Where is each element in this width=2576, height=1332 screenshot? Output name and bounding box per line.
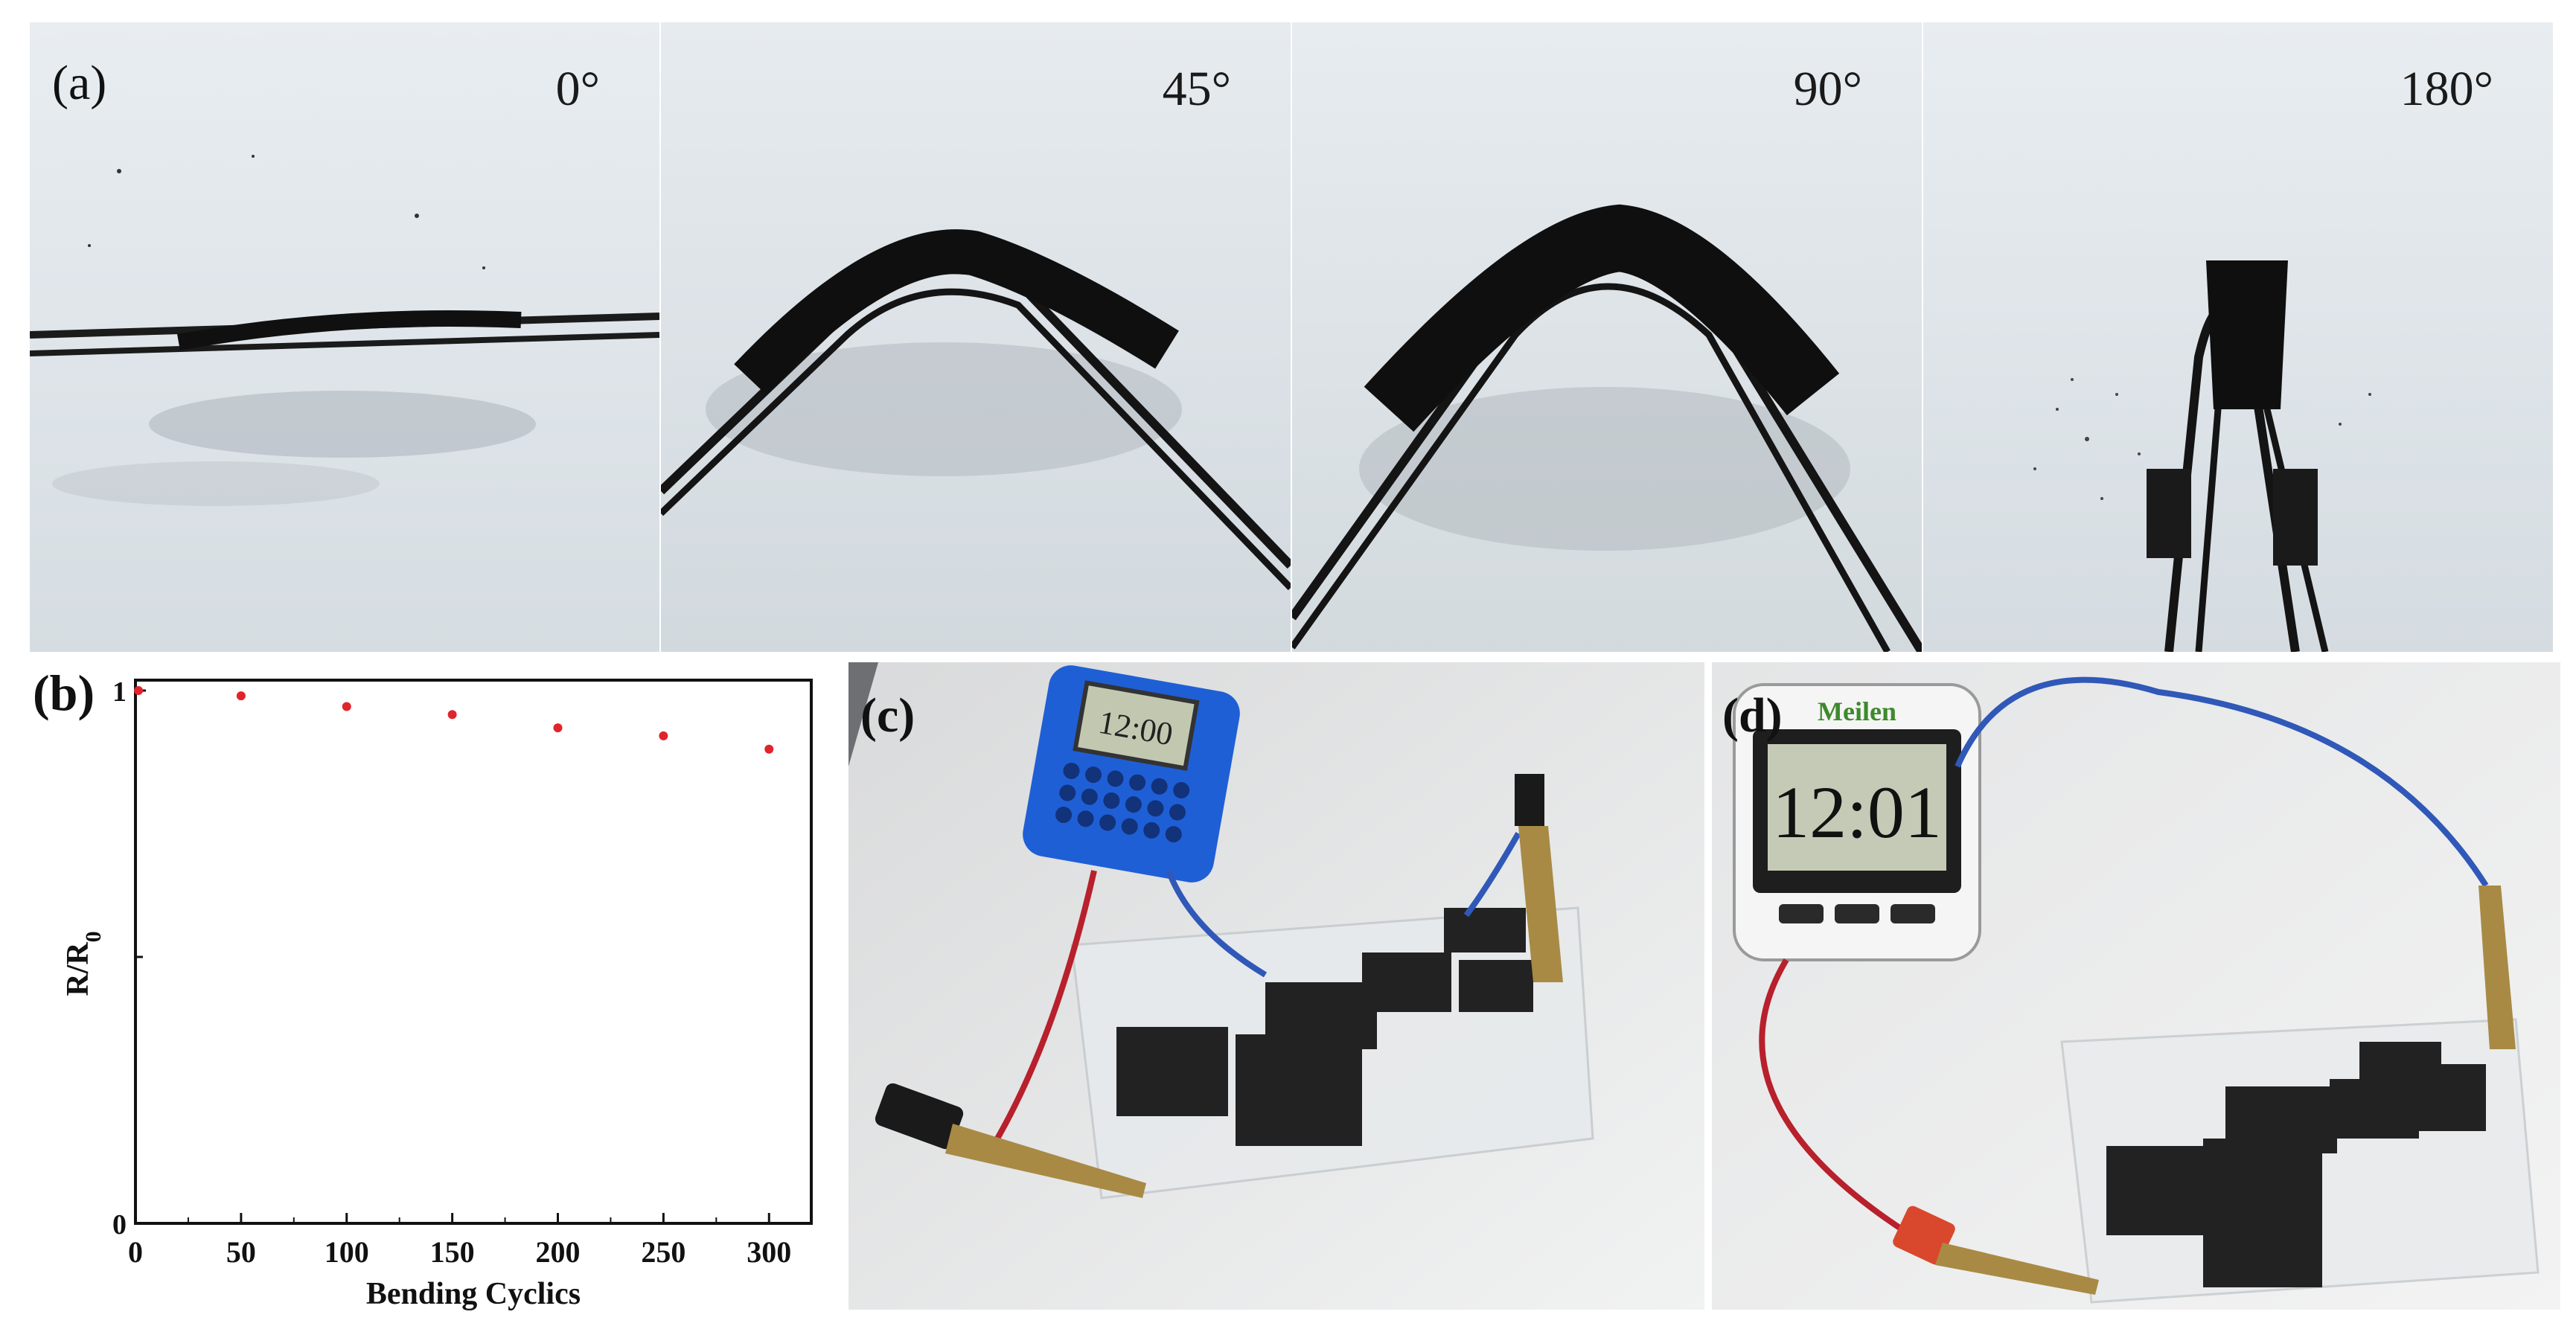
x-tick-label: 100 [325, 1235, 369, 1269]
pedometer-display: 12:01 [1772, 771, 1942, 854]
y-tick-label: 1 [112, 676, 127, 708]
resistance-ratio-chart: (b) 0 50 100 150 200 250 300 0 1 Bending Cyclic… [33, 665, 813, 1311]
angle-label-45: 45° [1162, 62, 1231, 116]
bent-fabric-photo-180deg [1923, 22, 2553, 652]
x-tick-label: 150 [430, 1235, 475, 1269]
panel-d-letter: (d) [1722, 688, 1783, 743]
panel-c-letter: (c) [860, 688, 915, 743]
bent-fabric-photo-90deg [1292, 22, 1922, 652]
data-point [764, 744, 774, 754]
panel-a-photo-180: 180° [1923, 22, 2553, 652]
panel-d-photo: 12:01 Meilen (d) [1712, 662, 2560, 1310]
x-tick-label: 300 [747, 1235, 791, 1269]
x-tick-label: 50 [226, 1235, 256, 1269]
panel-c-photo: 12:00 (c) [848, 662, 1704, 1310]
bent-fabric-photo-0deg [30, 22, 659, 652]
data-point [553, 723, 563, 733]
plot-frame [134, 679, 813, 1225]
bent-fabric-photo-45deg [661, 22, 1291, 652]
x-axis-label: Bending Cyclics [366, 1277, 581, 1311]
angle-label-0: 0° [555, 62, 600, 116]
calculator-watch-circuit-photo: 12:00 [848, 662, 1704, 1310]
data-point [236, 691, 246, 701]
data-point [134, 686, 143, 695]
panel-a-photo-45: 45° [661, 22, 1291, 652]
x-tick-label: 250 [641, 1235, 685, 1269]
panel-b-letter: (b) [33, 665, 95, 721]
pedometer-circuit-photo: 12:01 Meilen [1712, 662, 2560, 1310]
angle-label-90: 90° [1793, 62, 1862, 116]
y-axis-label: R/R0 [61, 931, 106, 996]
data-point [342, 702, 351, 711]
x-tick-label: 200 [536, 1235, 581, 1269]
angle-label-180: 180° [2400, 62, 2493, 116]
panel-a-photo-90: 90° [1292, 22, 1922, 652]
y-tick-label: 0 [112, 1209, 127, 1240]
pedometer-device: 12:01 Meilen [1733, 683, 1981, 961]
panel-a-letter: (a) [52, 56, 107, 110]
calculator-watch: 12:00 [1023, 665, 1240, 883]
data-point [659, 731, 668, 740]
x-tick-label: 0 [128, 1235, 143, 1269]
panel-b-chart: (b) 0 50 100 150 200 250 300 0 1 Bending Cyclic… [30, 662, 834, 1325]
data-point [447, 710, 457, 720]
pedometer-brand: Meilen [1818, 697, 1896, 726]
panel-a-photo-0: (a) 0° [30, 22, 659, 652]
